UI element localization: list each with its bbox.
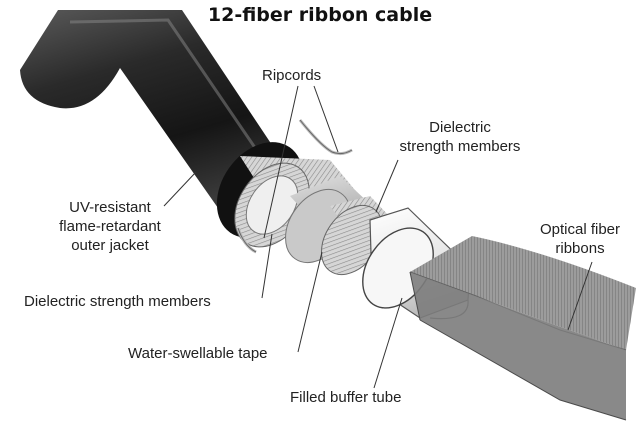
label-filled-buffer-tube: Filled buffer tube [290, 389, 402, 406]
label-outer-jacket-line3: outer jacket [71, 237, 149, 254]
label-dielectric-top-line1: Dielectric [429, 119, 491, 136]
label-outer-jacket-line2: flame-retardant [59, 218, 161, 235]
label-outer-jacket-line1: UV-resistant [69, 199, 151, 216]
label-optical-fiber-ribbons: Optical fiber ribbons [524, 220, 636, 258]
label-dielectric-top: Dielectric strength members [380, 118, 540, 156]
label-dielectric-top-line2: strength members [399, 138, 521, 155]
label-water-swellable-tape: Water-swellable tape [128, 345, 268, 362]
label-optical-fiber-line1: Optical fiber [539, 221, 621, 238]
label-dielectric-bottom: Dielectric strength members [24, 293, 211, 310]
label-optical-fiber-line2: ribbons [555, 240, 605, 257]
label-ripcords: Ripcords [262, 67, 322, 84]
ripcords [236, 119, 353, 254]
leader-lines [163, 85, 593, 389]
diagram-title: 12-fiber ribbon cable [207, 4, 433, 26]
fiber-ribbons [409, 236, 636, 421]
label-outer-jacket: UV-resistant flame-retardant outer jacke… [40, 198, 180, 255]
